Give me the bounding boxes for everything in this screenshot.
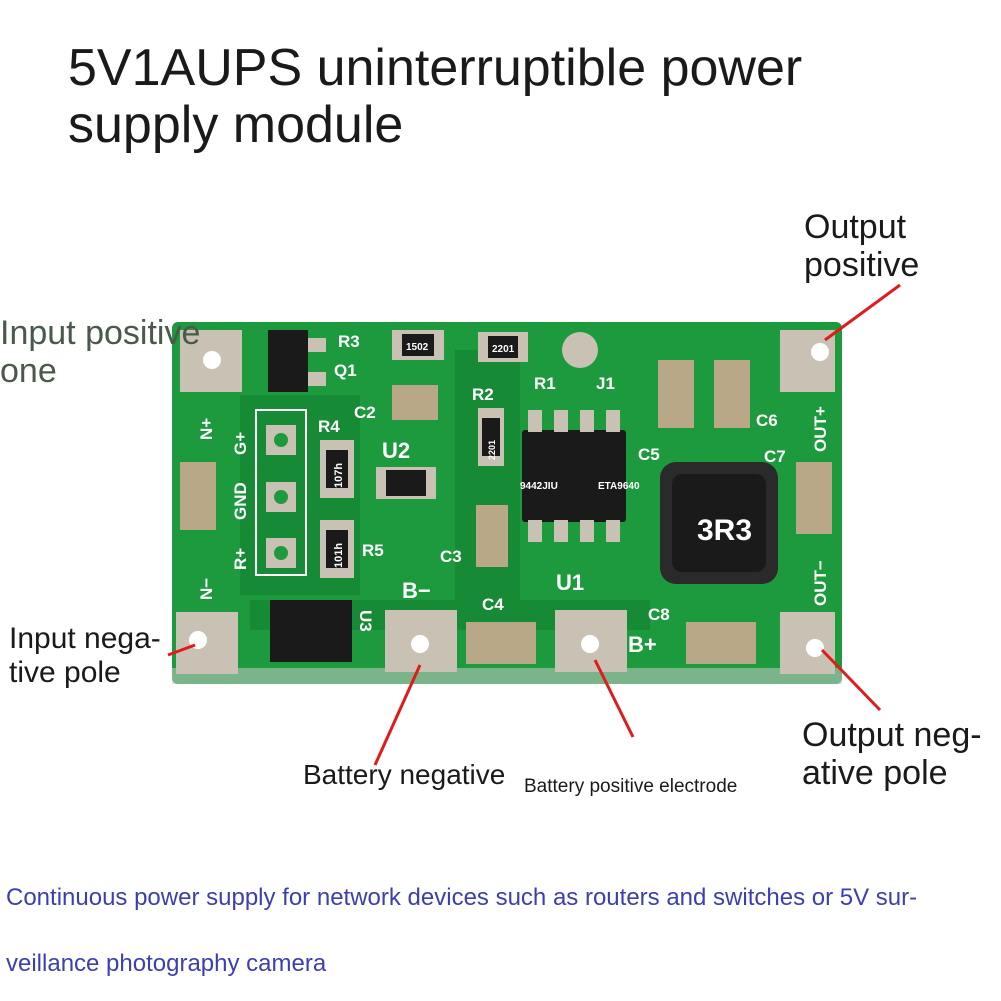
silk-r3: R3 [338,332,360,351]
silk-n-minus: N− [197,578,216,600]
header-outline [255,409,307,576]
silk-res-2201a: 2201 [492,344,515,355]
footer-line-1: Continuous power supply for network devi… [6,884,918,911]
silk-g-plus: G+ [231,432,250,455]
capacitor-c4 [466,622,536,664]
silk-r5: R5 [362,541,384,560]
arrow-battery-positive [593,659,635,738]
silk-c5: C5 [638,445,660,464]
silk-q1: Q1 [334,361,357,380]
silk-gnd: GND [231,482,250,520]
label-output-negative: Output neg- ative pole [802,716,982,792]
silk-res-1073: 107h [333,463,345,488]
hole-input-positive [203,351,221,369]
silk-u1: U1 [556,570,584,595]
silk-out-plus: OUT+ [811,406,830,452]
silk-b-minus: B− [402,578,431,603]
transistor-q1 [268,330,308,392]
silk-r1: R1 [534,374,556,393]
pad-input-negative [176,612,238,674]
silk-r2: R2 [472,385,494,404]
page-title: 5V1AUPS uninterruptible power supply mod… [68,40,968,154]
silk-r-plus: R+ [231,548,250,570]
silk-j1: J1 [596,374,615,393]
title-line-1: 5V1AUPS uninterruptible power [68,39,803,97]
silk-c3: C3 [440,547,462,566]
silk-res-2201b: 2201 [487,440,497,460]
silk-b-plus: B+ [628,632,657,657]
silk-c7: C7 [764,447,786,466]
capacitor-c6a [658,360,694,428]
silk-res-1013: 101h [333,543,345,568]
silk-u2: U2 [382,438,410,463]
label-input-positive: Input positive one [0,314,201,390]
silk-c6: C6 [756,411,778,430]
arrow-input-negative [167,643,196,657]
capacitor-c6b [714,360,750,428]
arrow-output-positive [824,283,901,342]
arrow-battery-negative [373,664,422,766]
silk-res-1502: 1502 [406,342,429,353]
silk-c4: C4 [482,595,504,614]
capacitor-c3 [476,505,508,567]
capacitor-n [180,462,216,530]
pad-output-negative [780,612,835,674]
pcb-edge-shadow [172,668,842,684]
chip-u3 [270,600,352,662]
hole-battery-negative [411,635,429,653]
hole-battery-positive [581,635,599,653]
capacitor-c2 [392,385,438,420]
hole-output-negative [806,639,824,657]
silk-chip-line1: ETA9640 [598,481,640,492]
capacitor-c7 [796,462,832,534]
silk-n-plus: N+ [197,418,216,440]
solder-j1 [562,332,598,368]
silk-chip-line2: 9442JIU [520,481,558,492]
silk-inductor: 3R3 [697,514,752,547]
silk-c8: C8 [648,605,670,624]
hole-output-positive [811,343,829,361]
silk-u3: U3 [356,610,375,632]
label-battery-negative: Battery negative [303,759,506,790]
label-input-negative: Input nega- tive pole [9,622,161,689]
silk-c2: C2 [354,403,376,422]
title-line-2: supply module [68,96,404,154]
arrow-output-negative [820,648,882,712]
label-output-positive: Output positive [804,208,920,284]
footer-line-2: veillance photography camera [6,950,327,977]
chip-u1 [522,430,626,522]
capacitor-c8 [686,622,756,664]
silk-r4: R4 [318,417,340,436]
silk-out-minus: OUT− [811,560,830,606]
label-battery-positive: Battery positive electrode [524,776,738,797]
